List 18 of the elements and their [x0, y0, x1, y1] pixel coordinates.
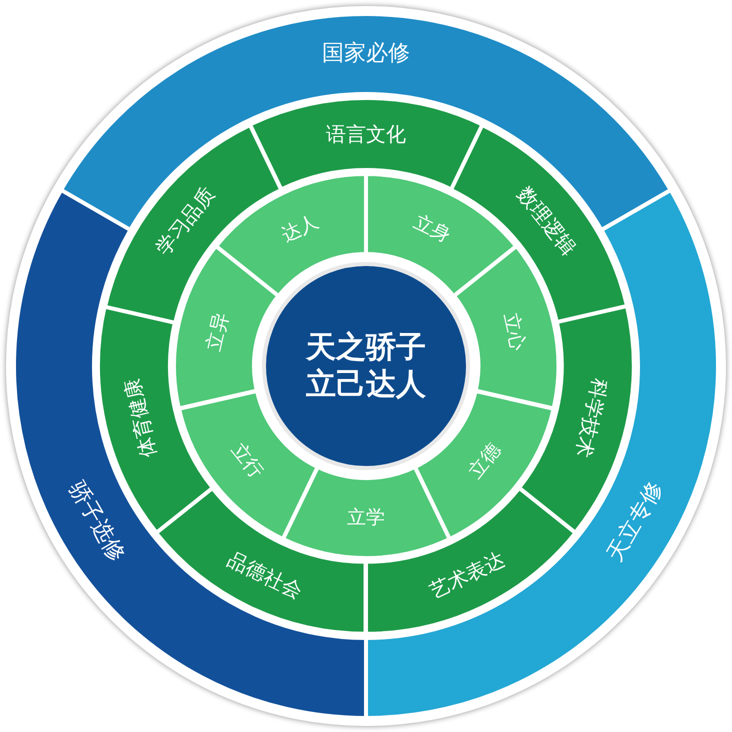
segment-label: 体育健康 [120, 376, 160, 460]
segment-label: 立行 [227, 439, 268, 482]
segment-label: 科学技术 [572, 376, 612, 460]
segment-label: 数理逻辑 [514, 183, 581, 260]
segment-label: 语言文化 [326, 123, 406, 145]
segment-label: 立异 [203, 311, 232, 353]
segment-label: 国家必修 [322, 42, 410, 66]
segment-label: 立心 [500, 311, 529, 353]
segment-label: 艺术表达 [426, 548, 508, 602]
segment-label: 立身 [410, 211, 454, 247]
segment-label: 立学 [346, 508, 385, 528]
segment-label: 天立专修 [604, 478, 669, 566]
segment-label: 骄子选修 [63, 478, 128, 566]
segment-label: 立德 [464, 439, 505, 482]
center-text: 天之骄子立己达人 [304, 328, 427, 404]
segment-label: 品德社会 [224, 548, 306, 602]
segment-label: 达人 [278, 211, 322, 247]
segment-label: 学习品质 [151, 183, 218, 260]
